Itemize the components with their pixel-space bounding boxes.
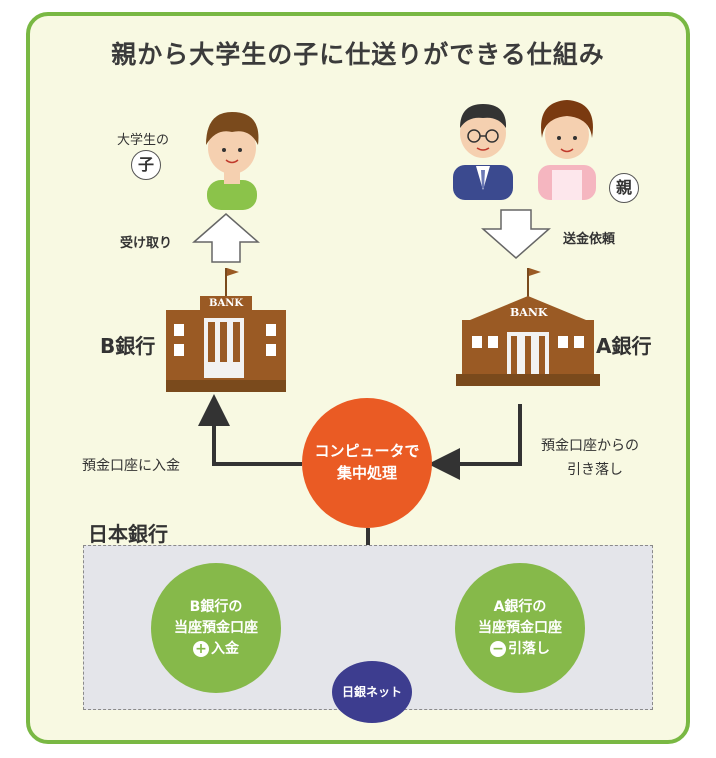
b-account-line2: 当座預金口座 [174,619,258,636]
b-bank-sign: BANK [209,298,244,309]
a-bank-account-circle: A銀行の 当座預金口座 −引落し [455,563,585,693]
diagram-title: 親から大学生の子に仕送りができる仕組み [111,40,605,69]
a-bank-building-icon [456,268,600,386]
central-processing-circle: コンピュータで 集中処理 [302,398,432,528]
withdraw-label-line1: 預金口座からの [541,438,639,454]
mother-illustration-icon [538,100,596,200]
b-bank-account-circle: B銀行の 当座預金口座 +入金 [151,563,281,693]
a-account-line3: 引落し [508,640,550,657]
deposit-flow-arrow [198,394,302,466]
send-request-arrow-icon [481,209,551,259]
a-account-line2: 当座預金口座 [478,619,562,636]
a-bank-name: A銀行 [596,334,652,358]
withdraw-label-line2: 引き落し [567,462,623,478]
central-processing-line2: 集中処理 [336,464,397,482]
receive-arrow-icon [192,213,260,263]
withdraw-flow-arrow [428,404,522,480]
a-bank-sign: BANK [510,306,548,319]
child-illustration-icon [206,112,259,210]
father-illustration-icon [453,104,513,200]
b-account-line1: B銀行の [189,598,243,615]
minus-icon: − [490,640,506,657]
b-bank-name: B銀行 [100,334,156,358]
a-account-line1: A銀行の [493,598,547,615]
deposit-label: 預金口座に入金 [82,458,180,474]
child-label: 大学生の [117,133,170,148]
b-account-line3: 入金 [211,640,239,657]
b-bank-building-icon [166,268,286,392]
child-circle-label: 子 [131,150,161,180]
receive-label: 受け取り [120,236,173,251]
plus-icon: + [193,640,209,657]
boj-net-circle: 日銀ネット [332,661,412,723]
central-processing-line1: コンピュータで [314,442,420,461]
parent-circle-label: 親 [609,173,639,203]
boj-title: 日本銀行 [88,522,168,546]
send-request-label: 送金依頼 [563,232,616,247]
